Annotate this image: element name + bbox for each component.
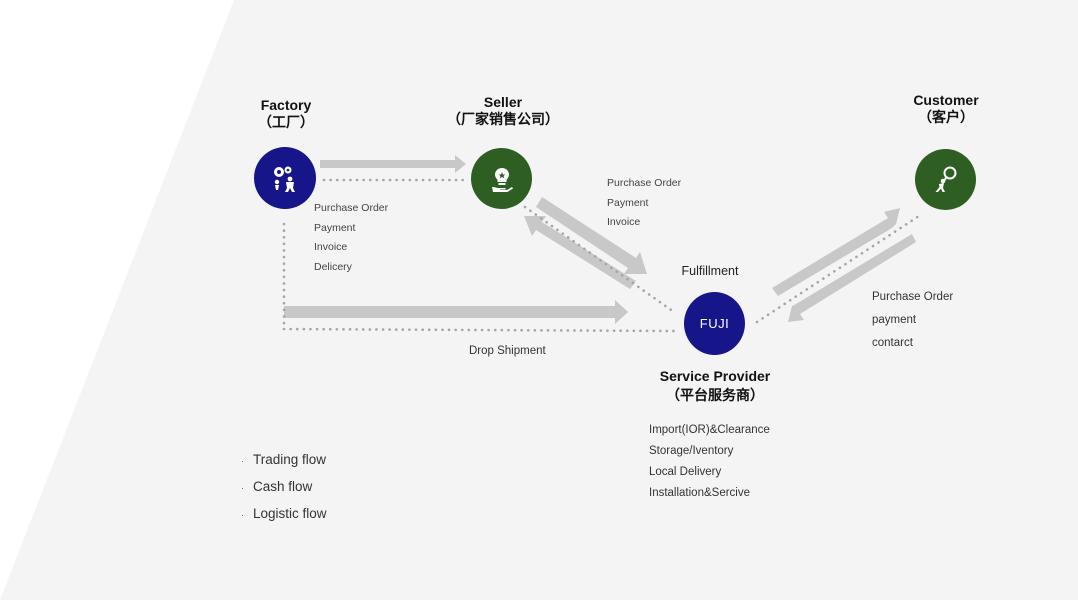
seller-provider-flow-labels: Purchase Order Payment Invoice	[607, 174, 681, 233]
legend-bullet: ·	[241, 483, 244, 493]
provider-title: Service Provider	[659, 368, 771, 384]
legend-item: · Cash flow	[241, 474, 327, 501]
arrow-factory-to-seller	[320, 155, 466, 173]
service-item: Installation&Sercive	[649, 487, 750, 499]
legend-item: · Trading flow	[241, 447, 327, 474]
dots-provider-customer	[755, 212, 924, 324]
seller-title: Seller	[483, 94, 523, 110]
service-item: Import(IOR)&Clearance	[649, 424, 770, 436]
seller-node	[471, 148, 532, 209]
flow-label-item: contarct	[872, 337, 913, 349]
lightbulb-hand-icon	[491, 167, 513, 192]
arrow-customer-to-provider	[788, 234, 916, 322]
factory-title: Factory	[260, 97, 312, 113]
factory-node	[254, 147, 316, 209]
arrow-factory-to-provider	[284, 300, 628, 324]
drop-shipment-label: Drop Shipment	[469, 345, 546, 357]
legend: · Trading flow · Cash flow · Logistic flow	[241, 447, 327, 528]
flow-label-item: Purchase Order	[872, 291, 954, 303]
gears-person-icon	[274, 166, 295, 192]
arrow-provider-to-customer	[772, 208, 900, 296]
factory-subtitle: （工厂）	[258, 115, 314, 131]
service-provider-node: FUJI	[684, 292, 745, 355]
dots-seller-provider	[523, 205, 676, 314]
service-item: Storage/Iventory	[649, 445, 734, 457]
legend-bullet: ·	[241, 456, 244, 466]
seller-subtitle: （厂家销售公司）	[447, 112, 559, 128]
customer-title: Customer	[913, 92, 979, 108]
legend-label: Trading flow	[253, 452, 327, 467]
provider-subtitle: （平台服务商）	[666, 388, 764, 404]
arrow-provider-to-seller	[524, 216, 636, 289]
legend-label: Logistic flow	[253, 506, 327, 521]
fuji-badge: FUJI	[699, 316, 730, 331]
customer-subtitle: （客户）	[918, 110, 974, 126]
factory-seller-flow-labels: Purchase Order Payment Invoice Delicery	[314, 199, 388, 277]
flow-label-item: Payment	[314, 221, 356, 234]
flow-label-item: Delicery	[314, 260, 352, 273]
flow-label-item: payment	[872, 314, 917, 326]
flow-label-item: Purchase Order	[314, 202, 389, 214]
customer-node	[915, 149, 976, 210]
arrow-seller-to-provider	[536, 197, 647, 274]
flow-label-item: Invoice	[607, 216, 641, 228]
fulfillment-label: Fulfillment	[681, 264, 739, 278]
flow-label-item: Payment	[607, 196, 649, 209]
flow-label-item: Invoice	[314, 241, 348, 253]
provider-services: Import(IOR)&Clearance Storage/Iventory L…	[649, 420, 770, 504]
legend-item: · Logistic flow	[241, 501, 327, 528]
legend-label: Cash flow	[253, 479, 313, 494]
legend-bullet: ·	[241, 510, 244, 520]
customer-provider-flow-labels: Purchase Order payment contarct	[872, 286, 953, 355]
dots-factory-provider	[282, 327, 680, 333]
person-balloon-icon	[935, 166, 956, 192]
flow-label-item: Purchase Order	[607, 177, 682, 189]
service-item: Local Delivery	[649, 466, 722, 478]
